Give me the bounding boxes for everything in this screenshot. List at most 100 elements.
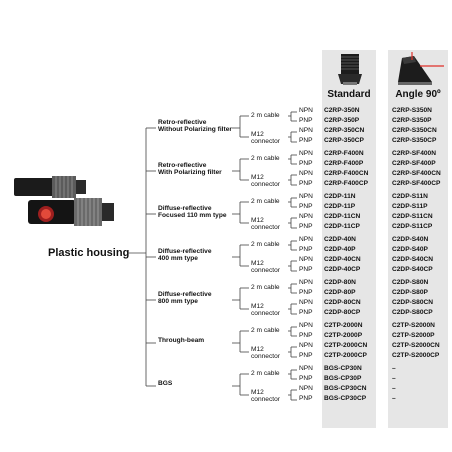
model-code-angle: C2DP-S11N xyxy=(392,193,428,200)
model-code-angle: C2DP-S80P xyxy=(392,289,428,296)
model-code-angle: – xyxy=(392,385,396,392)
family-bgs: BGS xyxy=(158,380,172,387)
output-pnp-label: PNP xyxy=(299,117,313,124)
model-code-angle: C2RP-SF400CP xyxy=(392,180,441,187)
model-code-angle: C2DP-S40N xyxy=(392,236,429,243)
output-npn-label: NPN xyxy=(299,279,313,286)
model-code-angle: C2DP-S40P xyxy=(392,246,428,253)
model-code-standard: C2RP-350CN xyxy=(324,127,365,134)
standard-sensor-image xyxy=(338,54,362,85)
connector-label-line: connector xyxy=(251,396,280,404)
model-code-standard: C2DP-40P xyxy=(324,246,356,253)
model-code-angle: C2DP-S80N xyxy=(392,279,429,286)
angle-column xyxy=(388,50,448,428)
sensor-photo xyxy=(14,176,114,226)
plastic-housing-title: Plastic housing xyxy=(48,247,130,259)
family-through-beam: Through-beam xyxy=(158,337,204,344)
model-code-angle: C2DP-S11CN xyxy=(392,213,433,220)
output-npn-label: NPN xyxy=(299,385,313,392)
family-name-line: Retro-reflective xyxy=(158,162,207,169)
model-code-angle: C2RP-S350CN xyxy=(392,127,437,134)
output-npn-label: NPN xyxy=(299,299,313,306)
family-name-line: Diffuse-reflective xyxy=(158,205,212,212)
angle-sensor-image xyxy=(398,52,444,85)
model-code-angle: C2DP-S80CN xyxy=(392,299,434,306)
connector-label-line: M12 xyxy=(251,174,264,181)
output-npn-label: NPN xyxy=(299,193,313,200)
output-npn-label: NPN xyxy=(299,107,313,114)
model-code-angle: C2RP-SF400P xyxy=(392,160,436,167)
model-code-standard: BGS-CP30CP xyxy=(324,395,367,402)
model-code-standard: BGS-CP30N xyxy=(324,365,362,372)
cable-label: 2 m cable xyxy=(251,112,280,119)
output-pnp-label: PNP xyxy=(299,266,313,273)
family-name-line: Diffuse-reflective xyxy=(158,248,212,255)
connector-label-line: connector xyxy=(251,310,280,318)
output-npn-label: NPN xyxy=(299,342,313,349)
model-code-angle: C2RP-SF400N xyxy=(392,150,436,157)
connector-label-line: M12 xyxy=(251,389,264,396)
model-code-standard: C2DP-11N xyxy=(324,193,356,200)
model-code-standard: BGS-CP30P xyxy=(324,375,362,382)
output-pnp-label: PNP xyxy=(299,309,313,316)
model-code-standard: C2TP-2000N xyxy=(324,322,363,329)
family-name-line: 400 mm type xyxy=(158,255,198,263)
output-pnp-label: PNP xyxy=(299,160,313,167)
output-npn-label: NPN xyxy=(299,236,313,243)
model-code-angle: C2DP-S11P xyxy=(392,203,428,210)
model-code-standard: BGS-CP30CN xyxy=(324,385,367,392)
model-code-angle: C2RP-S350P xyxy=(392,117,432,124)
model-code-angle: C2TP-S2000N xyxy=(392,322,435,329)
model-code-standard: C2DP-11CP xyxy=(324,223,360,230)
model-code-standard: C2TP-2000CP xyxy=(324,352,367,359)
model-code-standard: C2RP-F400CN xyxy=(324,170,369,177)
connector-label-line: connector xyxy=(251,181,280,189)
output-pnp-label: PNP xyxy=(299,352,313,359)
model-code-standard: C2TP-2000CN xyxy=(324,342,368,349)
output-pnp-label: PNP xyxy=(299,395,313,402)
model-code-standard: C2DP-40N xyxy=(324,236,356,243)
output-pnp-label: PNP xyxy=(299,137,313,144)
model-code-standard: C2DP-11CN xyxy=(324,213,361,220)
cable-label: 2 m cable xyxy=(251,155,280,162)
output-npn-label: NPN xyxy=(299,150,313,157)
cable-label: 2 m cable xyxy=(251,198,280,205)
model-code-angle: C2RP-SF400CN xyxy=(392,170,441,177)
output-npn-label: NPN xyxy=(299,256,313,263)
model-code-standard: C2RP-F400N xyxy=(324,150,364,157)
connector-label-line: connector xyxy=(251,267,280,275)
output-pnp-label: PNP xyxy=(299,203,313,210)
output-npn-label: NPN xyxy=(299,365,313,372)
model-code-standard: C2RP-F400P xyxy=(324,160,364,167)
connector-label-line: M12 xyxy=(251,346,264,353)
family-name-line: Through-beam xyxy=(158,337,205,344)
family-name-line: Without Polarizing filter xyxy=(158,126,232,134)
model-code-standard: C2RP-350P xyxy=(324,117,360,124)
model-code-standard: C2RP-350CP xyxy=(324,137,364,144)
model-code-standard: C2DP-80N xyxy=(324,279,356,286)
model-code-standard: C2DP-11P xyxy=(324,203,356,210)
cable-label: 2 m cable xyxy=(251,370,280,377)
model-code-standard: C2DP-80P xyxy=(324,289,356,296)
connector-label-line: M12 xyxy=(251,303,264,310)
model-code-angle: C2RP-S350CP xyxy=(392,137,437,144)
standard-column xyxy=(322,50,376,428)
model-code-angle: C2DP-S11CP xyxy=(392,223,433,230)
model-code-standard: C2RP-F400CP xyxy=(324,180,368,187)
model-code-angle: C2TP-S2000CP xyxy=(392,352,440,359)
family-name-line: With Polarizing filter xyxy=(158,169,222,177)
cable-label: 2 m cable xyxy=(251,284,280,291)
family-name-line: 800 mm type xyxy=(158,298,198,306)
angle-column-header: Angle 90º xyxy=(395,89,441,100)
output-npn-label: NPN xyxy=(299,170,313,177)
standard-column-header: Standard xyxy=(327,89,371,100)
